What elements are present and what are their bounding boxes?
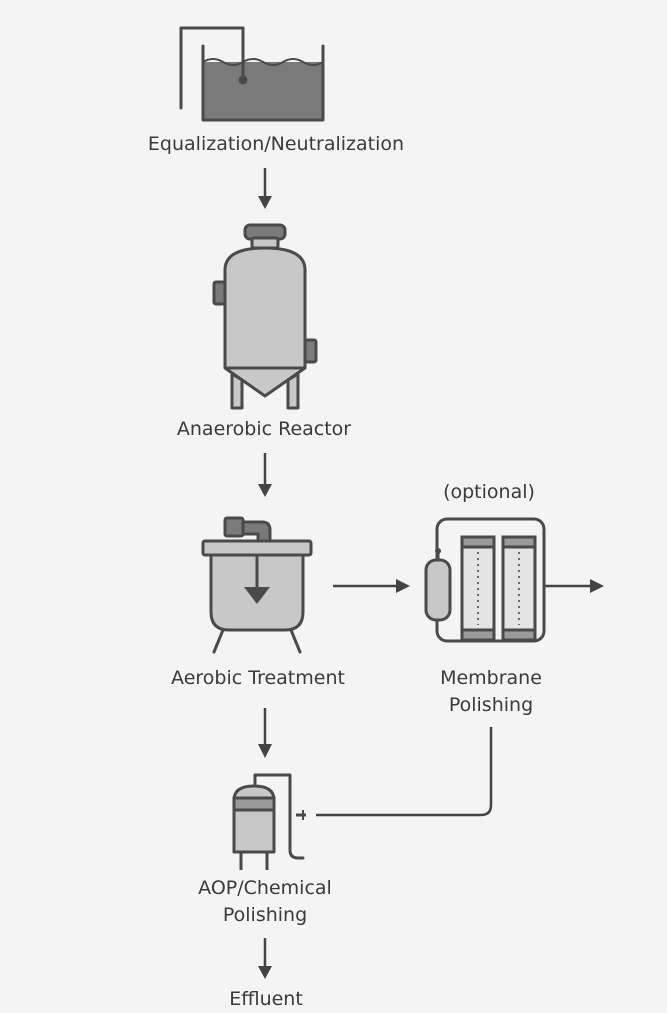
optional-tag: (optional): [443, 481, 535, 503]
anaerobic-reactor-label: Anaerobic Reactor: [176, 418, 352, 440]
aop-label-line2: Polishing: [222, 904, 308, 926]
membrane-module-icon: [424, 517, 546, 643]
line-membrane-to-aop: [316, 727, 493, 817]
arrow-aerobic-to-membrane: [333, 579, 410, 593]
aeration-tank-icon: [201, 516, 313, 654]
arrow-aop-to-effluent: [258, 938, 272, 979]
arrow-membrane-outlet: [545, 579, 604, 593]
equalization-label: Equalization/Neutralization: [147, 133, 405, 155]
arrow-equalization-to-anaerobic: [258, 168, 272, 209]
reactor-vessel-icon: [212, 223, 318, 410]
membrane-label-line1: Membrane: [440, 667, 542, 689]
membrane-label-line2: Polishing: [448, 694, 534, 716]
arrow-anaerobic-to-aerobic: [258, 453, 272, 497]
tank-icon: [179, 26, 325, 122]
arrow-aerobic-to-aop: [258, 708, 272, 758]
aop-label-line1: AOP/Chemical: [198, 877, 332, 899]
membrane-polishing-label: Membrane Polishing: [440, 665, 542, 719]
aerobic-treatment-label: Aerobic Treatment: [171, 667, 345, 689]
chemical-vessel-icon: [232, 773, 306, 870]
aop-polishing-label: AOP/Chemical Polishing: [198, 875, 332, 929]
